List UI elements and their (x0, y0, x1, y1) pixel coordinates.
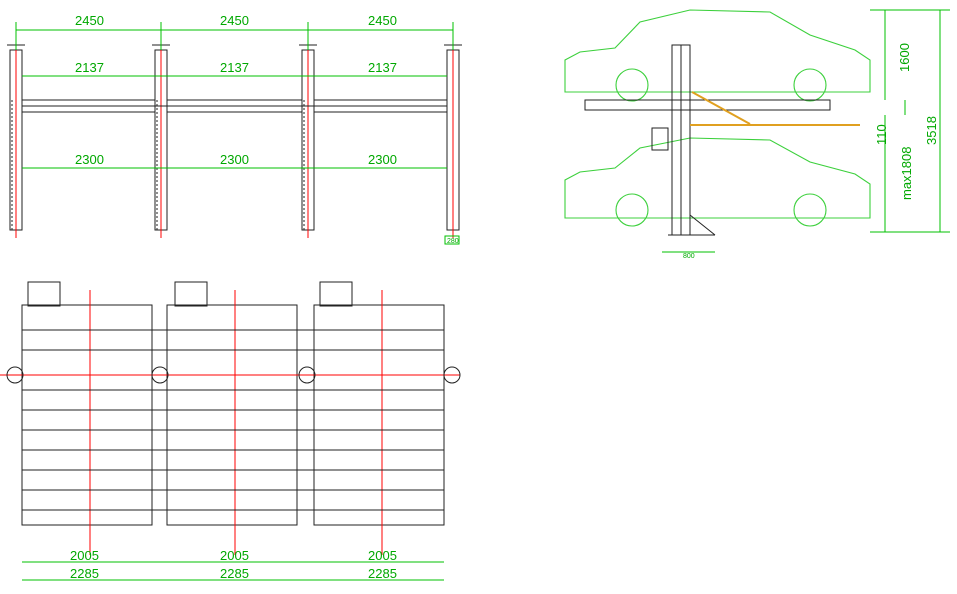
inner-width-2: 2005 (220, 548, 249, 563)
inner-span-3: 2137 (368, 60, 397, 75)
mid-span-1: 2300 (75, 152, 104, 167)
post-2 (152, 44, 170, 238)
bay-1 (21, 281, 153, 555)
bay-2 (166, 281, 298, 555)
base-width-dim: 800 (683, 253, 695, 260)
front-elevation-view: 2450 2450 2450 2137 2137 2137 2300 2300 … (7, 13, 462, 245)
inner-span-2: 2137 (220, 60, 249, 75)
top-span-1: 2450 (75, 13, 104, 28)
inner-width-3: 2005 (368, 548, 397, 563)
plan-view: 2005 2005 2005 2285 2285 2285 (0, 281, 461, 581)
upper-height-dim: 1600 (897, 43, 912, 72)
post-width-dim: 280 (447, 238, 459, 245)
post-3 (299, 44, 317, 238)
lower-car (564, 137, 871, 227)
gap-dim: 110 (874, 124, 889, 145)
outer-width-2: 2285 (220, 566, 249, 581)
outer-width-1: 2285 (70, 566, 99, 581)
post-1 (7, 44, 25, 238)
side-elevation-view: 800 1600 110 max1808 3518 (564, 9, 950, 260)
top-span-2: 2450 (220, 13, 249, 28)
inner-width-1: 2005 (70, 548, 99, 563)
bay-3 (313, 281, 445, 555)
lower-height-dim: max1808 (899, 147, 914, 200)
outer-width-3: 2285 (368, 566, 397, 581)
mid-span-2: 2300 (220, 152, 249, 167)
mid-span-3: 2300 (368, 152, 397, 167)
inner-span-1: 2137 (75, 60, 104, 75)
top-span-3: 2450 (368, 13, 397, 28)
post-4 (444, 44, 462, 238)
total-height-dim: 3518 (924, 116, 939, 145)
upper-car (564, 9, 871, 102)
